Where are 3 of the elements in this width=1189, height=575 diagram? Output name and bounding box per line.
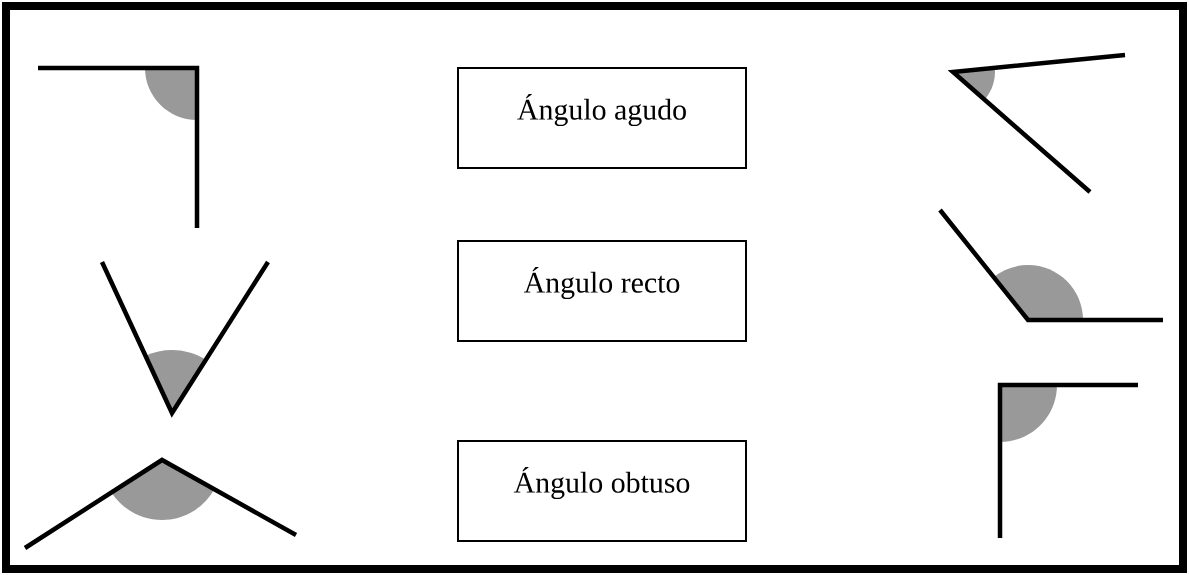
label-box: Ángulo recto bbox=[457, 240, 747, 342]
label-box: Ángulo agudo bbox=[457, 67, 747, 169]
label-box: Ángulo obtuso bbox=[457, 440, 747, 542]
